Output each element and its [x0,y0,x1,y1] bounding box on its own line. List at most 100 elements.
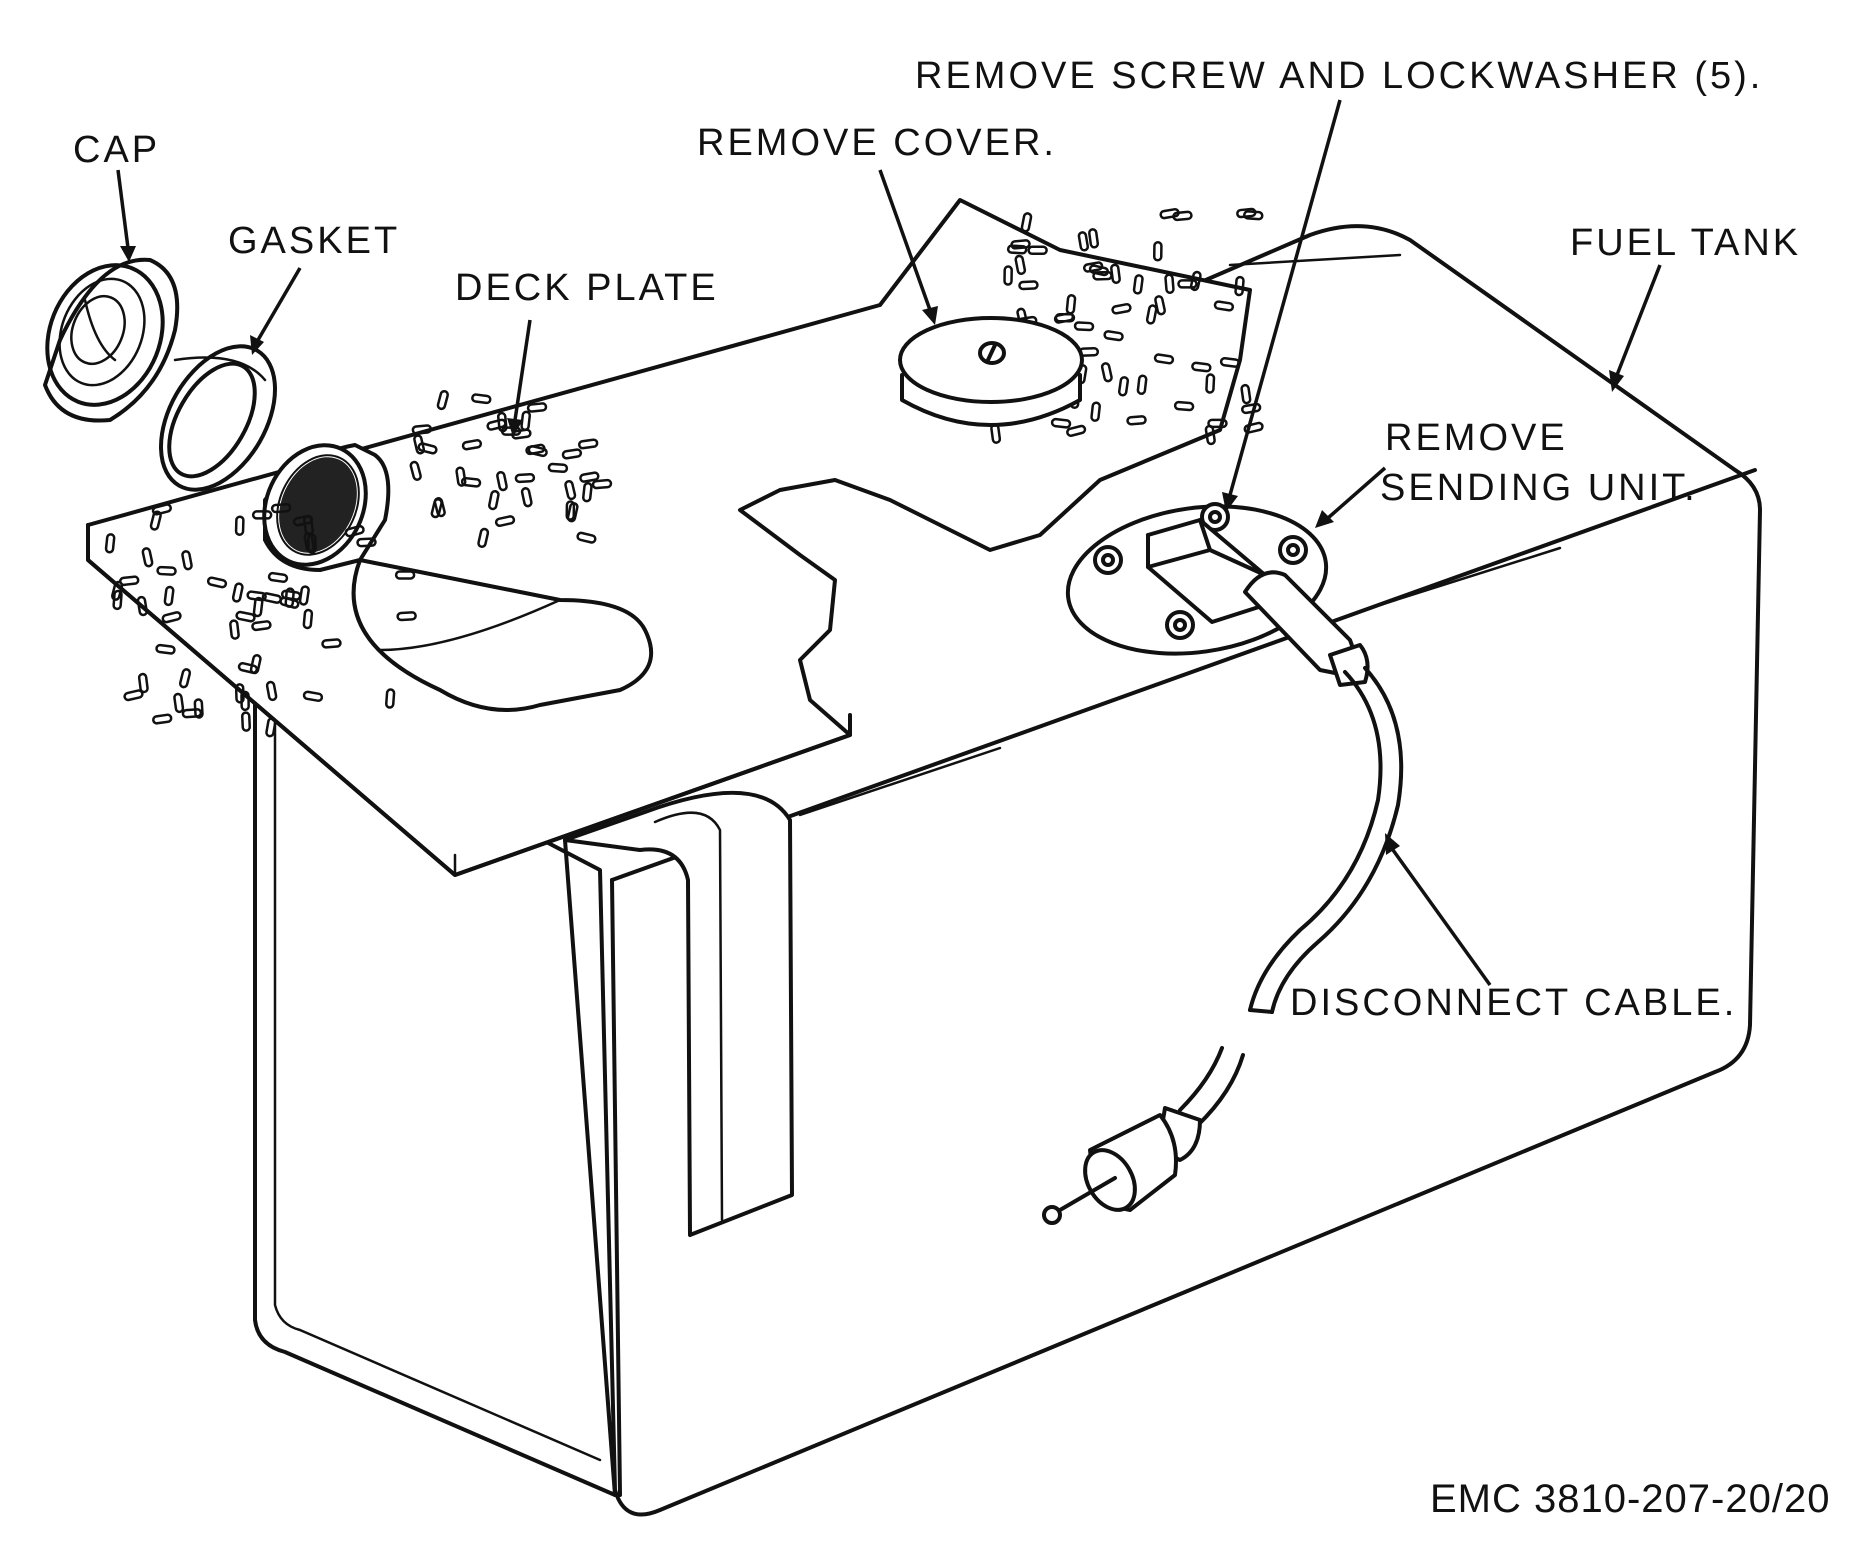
texture-dash [234,515,245,536]
texture-dash [251,510,273,520]
texture-dash [1027,245,1048,256]
texture-dash [455,466,467,487]
texture-dash [252,596,264,618]
texture-dash [1006,244,1028,255]
texture-dash [292,514,314,527]
texture-dash [1132,274,1144,295]
texture-dash [477,527,490,549]
texture-dash [413,434,426,455]
texture-dash [1077,231,1090,252]
texture-dash [579,471,600,483]
texture-dash [1066,424,1087,437]
texture-dash [104,533,116,554]
texture-dash [1088,264,1110,277]
texture-dash [1207,418,1228,429]
texture-dash [417,442,438,455]
label-remove-cover: REMOVE COVER. [697,122,1057,164]
label-cap: CAP [73,129,160,171]
label-remove-sending-line1: REMOVE [1385,417,1568,459]
texture-dash [1090,401,1101,422]
texture-dash [1082,261,1104,273]
texture-dash [1205,373,1216,394]
texture-dash [249,654,262,675]
texture-dash [1018,280,1039,291]
texture-dash [1053,312,1075,324]
label-fuel-tank: FUEL TANK [1570,222,1801,264]
texture-dash [265,717,277,738]
texture-dash [1177,279,1198,289]
texture-dash [1240,383,1252,405]
texture-dash [1145,304,1158,325]
texture-dash [514,472,536,484]
texture-dash [1191,361,1212,373]
cable [1042,666,1404,1225]
texture-dash [1136,374,1148,395]
gasket [159,344,277,492]
texture-dash [1243,421,1264,434]
texture-dash [566,502,579,523]
texture-dash [1020,212,1033,233]
texture-dash [1154,295,1166,316]
figure-code: EMC 3810-207-20/20 [1430,1477,1830,1521]
texture-dash [1243,210,1264,221]
cap [43,257,180,423]
texture-dash [564,479,577,501]
texture-dash [356,537,377,548]
texture-dash [251,620,272,632]
texture-dash [136,595,148,617]
texture-dash [497,411,508,433]
texture-dash [411,424,433,435]
texture-dash [235,610,256,623]
texture-dash [1014,254,1027,276]
label-remove-sending-line2: SENDING UNIT. [1380,467,1698,509]
texture-dash [1100,362,1113,383]
texture-dash [193,698,204,719]
texture-dash [396,611,417,622]
texture-dash [1092,270,1113,281]
texture-dash [1164,273,1175,294]
texture-dash [577,438,599,450]
tank-cover [898,316,1084,427]
texture-dash [385,688,396,709]
texture-dash [261,592,282,604]
texture-dash [1050,417,1072,429]
texture-dash [163,585,175,607]
texture-dash [436,389,449,411]
texture-dash [1103,330,1124,342]
label-gasket: GASKET [228,220,400,262]
texture-dash [494,515,516,528]
texture-dash [471,393,492,405]
texture-dash [547,462,569,474]
texture-dash [298,585,310,606]
texture-dash [181,550,193,571]
texture-dash [461,439,483,451]
texture-dash [229,619,240,640]
screw-lockwasher [1093,502,1308,640]
texture-dash [1236,207,1257,219]
texture-dash [496,470,508,492]
tank-strap [563,790,794,1497]
texture-dash [321,638,342,649]
leader-lines [116,99,1662,987]
texture-dash [582,481,593,503]
texture-dash [561,448,583,460]
texture-dash [137,672,149,694]
texture-dash [267,571,289,583]
texture-dash [241,711,251,732]
texture-dash [302,608,314,630]
texture-dash [1234,275,1245,297]
texture-dash [141,547,154,568]
texture-dash [1152,241,1163,262]
texture-dash [151,503,172,516]
sending-unit [1065,502,1370,687]
texture-dash [1173,400,1195,412]
texture-dash [488,489,500,511]
texture-dash [1003,265,1013,286]
texture-dash [1117,376,1130,397]
texture-dash [527,445,548,458]
texture-dash [1073,321,1095,332]
texture-dash [576,531,597,544]
texture-dash [265,680,278,702]
texture-dash [161,611,182,624]
